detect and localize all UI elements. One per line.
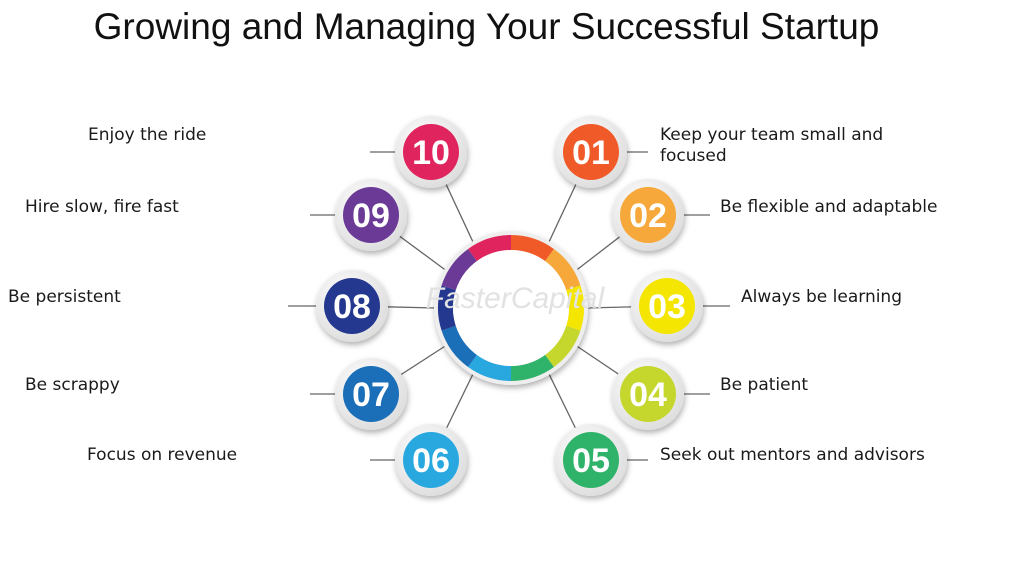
tip-label-line: Be scrappy (25, 375, 120, 395)
hub-segment-04 (545, 325, 581, 368)
tip-label-line: Seek out mentors and advisors (660, 445, 925, 465)
center-ring (434, 231, 588, 385)
node-number-06: 06 (412, 442, 450, 480)
numbered-circles: 01 02 03 04 05 06 07 08 09 10 (316, 116, 703, 496)
tip-label-05: Seek out mentors and advisors (660, 445, 925, 465)
tip-label-10: Enjoy the ride (88, 125, 206, 145)
hub-segment-01 (511, 235, 554, 262)
node-07: 07 (335, 358, 407, 430)
node-number-01: 01 (572, 134, 610, 172)
hub-segment-06 (468, 354, 511, 381)
tip-label-02: Be flexible and adaptable (720, 197, 937, 217)
node-number-07: 07 (352, 376, 390, 414)
tip-label-line: Always be learning (741, 287, 902, 307)
tip-label-line: focused (660, 146, 727, 166)
node-number-10: 10 (412, 134, 450, 172)
tip-label-line: Be flexible and adaptable (720, 197, 937, 217)
tip-label-line: Be persistent (8, 287, 121, 307)
node-05: 05 (555, 424, 627, 496)
node-fill-06 (403, 432, 459, 488)
node-fill-04 (620, 366, 676, 422)
tip-label-line: Focus on revenue (87, 445, 237, 465)
tip-label-line: Enjoy the ride (88, 125, 206, 145)
node-number-08: 08 (333, 288, 371, 326)
node-02: 02 (612, 179, 684, 251)
node-fill-05 (563, 432, 619, 488)
tip-label-line: Keep your team small and (660, 125, 883, 145)
hub-segment-05 (511, 354, 554, 381)
node-08: 08 (316, 270, 388, 342)
node-number-02: 02 (629, 197, 667, 235)
tip-label-line: Be patient (720, 375, 808, 395)
watermark-text: FasterCapital (426, 282, 606, 315)
node-01: 01 (555, 116, 627, 188)
node-fill-01 (563, 124, 619, 180)
tip-label-07: Be scrappy (25, 375, 120, 395)
tip-label-08: Be persistent (8, 287, 121, 307)
hub-segment-02 (545, 248, 581, 291)
node-fill-08 (324, 278, 380, 334)
tip-label-03: Always be learning (741, 287, 902, 307)
hub-segment-03 (566, 285, 584, 331)
node-03: 03 (631, 270, 703, 342)
tip-label-09: Hire slow, fire fast (25, 197, 179, 217)
node-10: 10 (395, 116, 467, 188)
node-fill-02 (620, 187, 676, 243)
node-09: 09 (335, 179, 407, 251)
node-number-09: 09 (352, 197, 390, 235)
tip-label-04: Be patient (720, 375, 808, 395)
diagram-title: Growing and Managing Your Successful Sta… (93, 6, 880, 47)
node-fill-03 (639, 278, 695, 334)
hub-segment-09 (441, 248, 477, 291)
node-04: 04 (612, 358, 684, 430)
node-fill-07 (343, 366, 399, 422)
hub-center (453, 250, 569, 366)
node-06: 06 (395, 424, 467, 496)
tip-label-06: Focus on revenue (87, 445, 237, 465)
node-fill-10 (403, 124, 459, 180)
node-number-04: 04 (629, 376, 667, 414)
node-fill-09 (343, 187, 399, 243)
node-number-05: 05 (572, 442, 610, 480)
node-number-03: 03 (648, 288, 686, 326)
hub-segment-08 (438, 285, 456, 331)
hub-segment-10 (468, 235, 511, 262)
tip-label-line: Hire slow, fire fast (25, 197, 179, 217)
hub-segment-07 (441, 325, 477, 368)
